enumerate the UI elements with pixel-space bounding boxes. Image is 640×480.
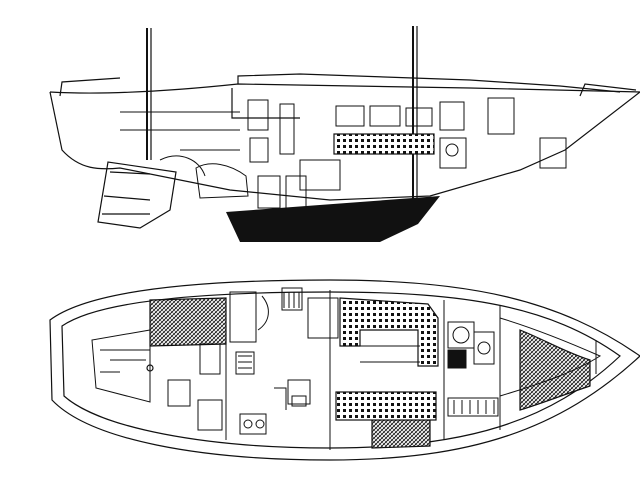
settee-upper xyxy=(339,297,439,367)
saloon-berth xyxy=(333,133,435,155)
keel xyxy=(226,196,440,242)
profile-interior xyxy=(120,97,567,213)
hull-plan-inner xyxy=(61,291,621,449)
plan-view xyxy=(49,279,640,461)
hull-sheer xyxy=(49,83,640,94)
profile-view xyxy=(49,26,640,242)
aft-berth xyxy=(149,297,227,347)
settee-lower xyxy=(335,391,437,421)
forward-berth xyxy=(519,329,591,411)
plan-interior xyxy=(167,287,501,450)
rudder xyxy=(97,161,177,229)
coachroof xyxy=(237,73,621,93)
